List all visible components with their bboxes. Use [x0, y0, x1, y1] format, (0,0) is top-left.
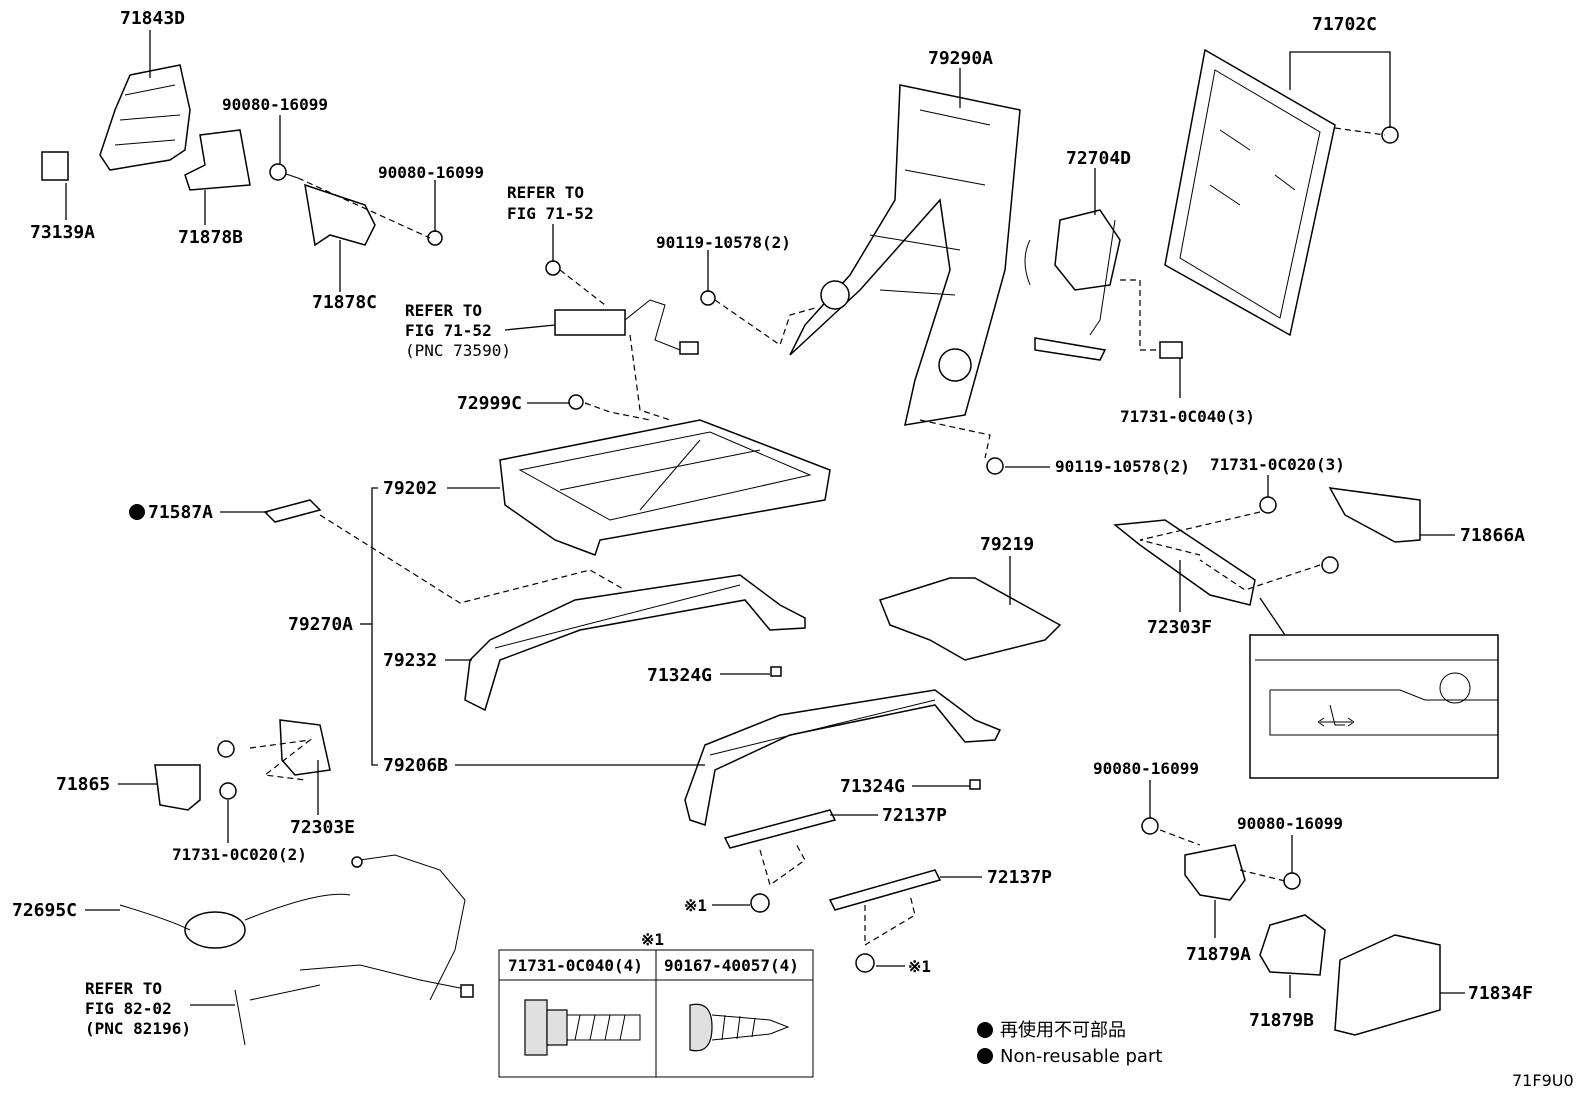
- guard-71879A-drawing: [1184, 844, 1246, 901]
- bolt-71731-c020a-drawing: [1259, 496, 1277, 514]
- label-71731-0C020-b: 71731-0C020(2): [172, 845, 307, 864]
- label-71702C: 71702C: [1312, 14, 1377, 35]
- leader-lines: [65, 30, 1465, 1006]
- label-72695C: 72695C: [12, 900, 77, 921]
- label-90080-16099-d: 90080-16099: [1237, 814, 1343, 833]
- label-72999C: 72999C: [457, 393, 522, 414]
- refer2-line1: REFER TO: [405, 301, 482, 320]
- screw-mark1-a-drawing: [750, 893, 770, 913]
- label-79232: 79232: [383, 650, 437, 671]
- label-71587A: 71587A: [148, 502, 213, 523]
- screw-mark1-b-drawing: [855, 953, 875, 973]
- bolt-72303E-a-drawing: [217, 740, 235, 758]
- cover-71834F-drawing: [1334, 934, 1441, 1036]
- label-72137P-a: 72137P: [882, 805, 947, 826]
- label-72303E: 72303E: [290, 817, 355, 838]
- refer2-line3: (PNC 73590): [405, 341, 511, 360]
- table-header-col2: 90167-40057(4): [664, 956, 799, 975]
- cover-71865-drawing: [154, 764, 201, 811]
- refer3-line1: REFER TO: [85, 979, 162, 998]
- label-79202: 79202: [383, 478, 437, 499]
- label-mark1-a: ※1: [684, 896, 707, 915]
- recliner-72704D-drawing: [1024, 209, 1183, 361]
- label-71324G-b: 71324G: [840, 776, 905, 797]
- bolt-72999C-drawing: [568, 394, 584, 410]
- label-79219: 79219: [980, 534, 1034, 555]
- inset-detail-box: [1249, 597, 1499, 779]
- label-90080-16099-b: 90080-16099: [378, 163, 484, 182]
- label-71878B: 71878B: [178, 227, 243, 248]
- label-90119-10578-a: 90119-10578(2): [656, 233, 791, 252]
- table-header-mark: ※1: [641, 930, 664, 949]
- bolt-90080-c-drawing: [1141, 817, 1159, 835]
- label-71324G-a: 71324G: [647, 665, 712, 686]
- label-71879A: 71879A: [1186, 944, 1251, 965]
- figure-code: 71F9U0: [1512, 1071, 1574, 1090]
- label-73139A: 73139A: [30, 222, 95, 243]
- label-72137P-b: 72137P: [987, 867, 1052, 888]
- cover-71843D-drawing: [99, 64, 191, 171]
- refer3-line2: FIG 82-02: [85, 999, 172, 1018]
- bolt-90080-b-drawing: [427, 230, 443, 246]
- bracket-71879B-drawing: [1259, 914, 1326, 976]
- refer2-line2: FIG 71-52: [405, 321, 492, 340]
- label-71866A: 71866A: [1460, 525, 1525, 546]
- label-72303F: 72303F: [1147, 617, 1212, 638]
- switch-72303E-drawing: [279, 719, 331, 776]
- guard-71878C-drawing: [304, 183, 376, 247]
- bracket-71878B-drawing: [184, 129, 251, 191]
- label-79270A: 79270A: [288, 614, 353, 635]
- legend-dot-en: [977, 1048, 993, 1064]
- rail-72137P-b-drawing: [828, 869, 942, 911]
- label-79206B: 79206B: [383, 755, 448, 776]
- label-72704D: 72704D: [1066, 148, 1131, 169]
- table-header-col1: 71731-0C040(4): [508, 956, 643, 975]
- plate-79219-drawing: [879, 577, 1062, 661]
- label-90119-10578-b: 90119-10578(2): [1055, 457, 1190, 476]
- legend-text-jp: 再使用不可部品: [1000, 1020, 1126, 1041]
- label-71865: 71865: [56, 774, 110, 795]
- bolt-72303E-b-drawing: [219, 782, 237, 800]
- cushion-frame-79202-drawing: [499, 419, 831, 556]
- label-71843D: 71843D: [120, 8, 185, 29]
- label-71731-0C020-a: 71731-0C020(3): [1210, 455, 1345, 474]
- clip-73139A-drawing: [41, 151, 69, 181]
- bolt-90080-a-drawing: [269, 163, 299, 181]
- label-mark1-b: ※1: [908, 957, 931, 976]
- refer1-line2: FIG 71-52: [507, 204, 594, 223]
- fastener-table: [498, 949, 814, 1078]
- refer1-line1: REFER TO: [507, 183, 584, 202]
- label-71731-0C040: 71731-0C040(3): [1120, 407, 1255, 426]
- seat-track-79206B-drawing: [684, 689, 1002, 826]
- label-71879B: 71879B: [1249, 1010, 1314, 1031]
- legend-dot-jp: [977, 1022, 993, 1038]
- non-reusable-dot-71587A: [129, 504, 145, 520]
- bolt-71731-c020c-drawing: [1321, 556, 1339, 574]
- buckle-drawing: [545, 260, 699, 355]
- bolt-90080-d-drawing: [1283, 872, 1301, 890]
- label-79290A: 79290A: [928, 48, 993, 69]
- seat-track-79232-drawing: [464, 574, 806, 712]
- label-90080-16099-a: 90080-16099: [222, 95, 328, 114]
- label-71587A-drawing: [263, 499, 322, 523]
- seatback-board-71702C-drawing: [1164, 48, 1399, 337]
- refer3-line3: (PNC 82196): [85, 1019, 191, 1038]
- legend-text-en: Non-reusable part: [1000, 1046, 1162, 1067]
- harness-72695C-drawing: [119, 854, 474, 1046]
- rail-72137P-a-drawing: [723, 809, 837, 849]
- label-90080-16099-c: 90080-16099: [1093, 759, 1199, 778]
- label-71834F: 71834F: [1468, 983, 1533, 1004]
- seatback-frame-79290A-drawing: [700, 84, 1021, 475]
- switch-72303F-drawing: [1113, 519, 1256, 606]
- label-71878C: 71878C: [312, 292, 377, 313]
- cover-71866A-drawing: [1328, 487, 1421, 543]
